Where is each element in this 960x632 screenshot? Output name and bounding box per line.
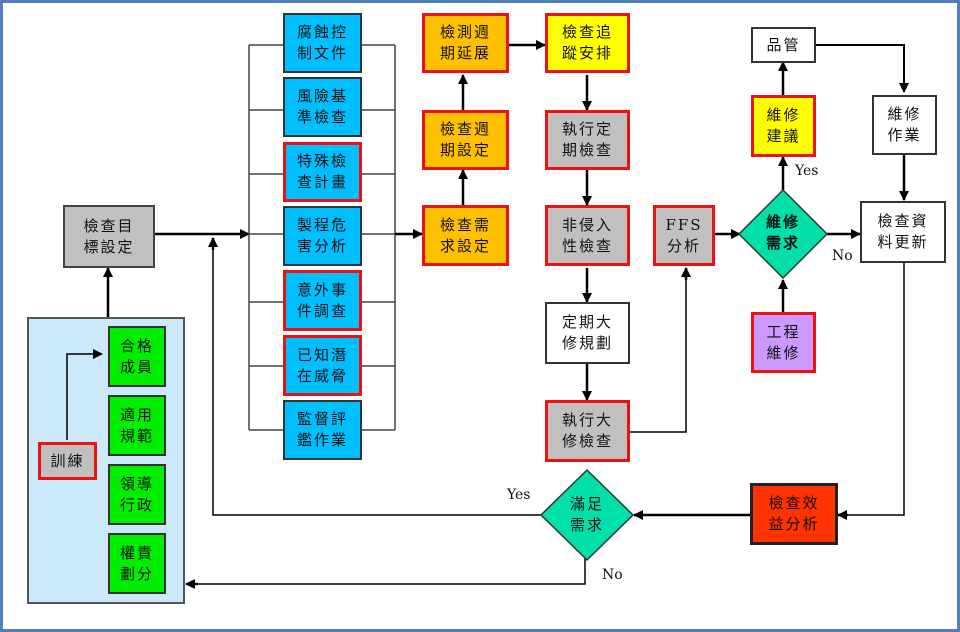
node-responsibility[interactable]: 權責 劃分 <box>108 533 166 594</box>
node-training[interactable]: 訓練 <box>38 442 97 480</box>
node-engineering-maintenance[interactable]: 工程 維修 <box>751 312 816 373</box>
label-maintenance-need: 維修 需求 <box>765 213 800 252</box>
node-qualified-staff[interactable]: 合格 成員 <box>108 326 166 387</box>
node-corrosion-doc[interactable]: 腐蝕控 制文件 <box>283 13 362 73</box>
node-data-update[interactable]: 檢查資 料更新 <box>860 201 946 263</box>
node-process-hazard[interactable]: 製程危 害分析 <box>283 206 362 266</box>
decision-requirement-met <box>539 468 635 562</box>
node-maintenance-work[interactable]: 維修 作業 <box>872 95 937 155</box>
node-leadership-admin[interactable]: 領導 行政 <box>108 464 166 525</box>
node-inspection-demand[interactable]: 檢查需 求設定 <box>422 205 509 266</box>
node-ffs-analysis[interactable]: FFS 分析 <box>653 205 715 266</box>
node-maintenance-suggestion[interactable]: 維修 建議 <box>751 95 816 157</box>
node-non-intrusive[interactable]: 非侵入 性檢查 <box>545 205 630 266</box>
edge-met-no-to-panel <box>186 557 586 585</box>
edge-update-to-benefit <box>838 263 905 516</box>
edge-met-yes-loop <box>212 238 541 516</box>
label-met-yes: Yes <box>507 487 531 503</box>
edge-qc-to-work <box>816 44 909 93</box>
node-period-extension[interactable]: 檢測週 期延展 <box>422 13 509 73</box>
node-periodic-inspection[interactable]: 執行定 期檢查 <box>545 110 630 170</box>
node-tracking-schedule[interactable]: 檢查追 蹤安排 <box>545 13 630 73</box>
edge-turnaround-to-ffs <box>630 268 687 433</box>
node-audit-evaluation[interactable]: 監督評 鑑作業 <box>283 400 362 460</box>
node-quality-control[interactable]: 品管 <box>751 27 816 63</box>
node-known-threat[interactable]: 已知潛 在威脅 <box>283 335 362 396</box>
label-met-no: No <box>602 567 623 583</box>
node-accident-investigation[interactable]: 意外事 件調查 <box>283 270 362 331</box>
decision-maintenance-need <box>737 188 829 280</box>
label-maintenance-yes: Yes <box>795 163 819 179</box>
node-goal-setting[interactable]: 檢查目 標設定 <box>63 205 155 268</box>
node-risk-baseline[interactable]: 風險基 準檢查 <box>283 77 362 137</box>
label-maintenance-no: No <box>832 248 853 264</box>
node-benefit-analysis[interactable]: 檢查效 益分析 <box>750 483 838 545</box>
node-turnaround-plan[interactable]: 定期大 修規劃 <box>545 302 630 364</box>
node-turnaround-inspection[interactable]: 執行大 修檢查 <box>545 400 630 462</box>
node-special-plan[interactable]: 特殊檢 查計畫 <box>283 142 362 202</box>
node-applicable-codes[interactable]: 適用 規範 <box>108 395 166 456</box>
node-inspection-period[interactable]: 檢查週 期設定 <box>422 110 509 170</box>
label-requirement-met: 滿足 需求 <box>569 495 604 534</box>
